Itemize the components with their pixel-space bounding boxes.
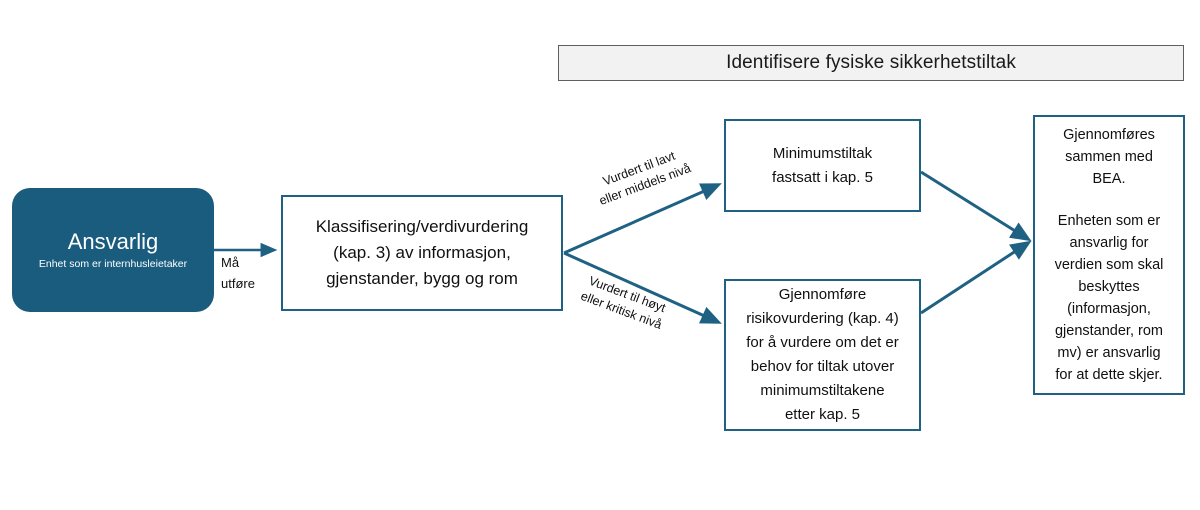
node-risikovurdering: Gjennomføre risikovurdering (kap. 4) for…: [724, 279, 921, 431]
edge-label-hoyt-kritisk-niva: Vurdert til høyt eller kritisk nivå: [578, 273, 668, 332]
node-bea-ansvar: Gjennomføres sammen med BEA. Enheten som…: [1033, 115, 1185, 395]
node-minimumstiltak-text: Minimumstiltak fastsatt i kap. 5: [772, 144, 873, 186]
edge-label-lavt-middels-niva: Vurdert til lavt eller middels nivå: [597, 148, 693, 208]
edge-minimum-to-bea: [920, 170, 1032, 242]
edge-risiko-to-bea: [920, 240, 1032, 315]
diagram-title: Identifisere fysiske sikkerhetstiltak: [726, 52, 1016, 73]
node-ansvarlig: Ansvarlig Enhet som er internhusleietake…: [12, 188, 214, 312]
node-bea-ansvar-text-top: Gjennomføres sammen med BEA.: [1063, 127, 1155, 187]
node-klassifisering: Klassifisering/verdivurdering (kap. 3) a…: [281, 195, 563, 311]
diagram-title-banner: Identifisere fysiske sikkerhetstiltak: [558, 45, 1184, 81]
edge-label-ma-utfore: Må utføre: [221, 255, 255, 291]
node-ansvarlig-subtitle: Enhet som er internhusleietaker: [38, 258, 188, 270]
node-klassifisering-text: Klassifisering/verdivurdering (kap. 3) a…: [315, 217, 529, 288]
node-risikovurdering-text: Gjennomføre risikovurdering (kap. 4) for…: [746, 286, 899, 423]
node-ansvarlig-title: Ansvarlig: [67, 229, 159, 254]
node-bea-ansvar-text-bottom: Enheten som er ansvarlig for verdien som…: [1054, 213, 1164, 383]
node-minimumstiltak: Minimumstiltak fastsatt i kap. 5: [724, 119, 921, 212]
